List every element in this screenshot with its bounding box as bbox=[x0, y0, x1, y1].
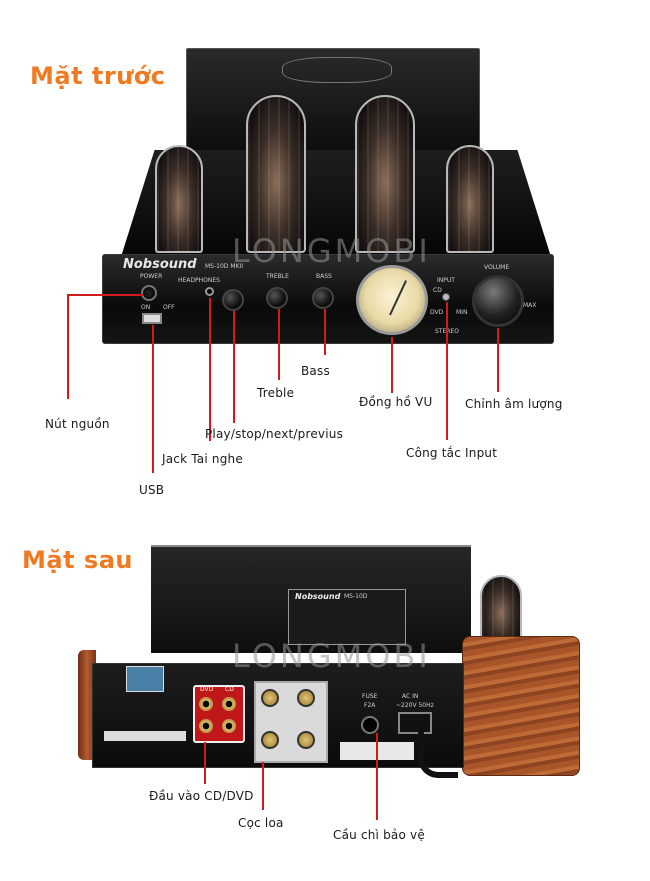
label-vu-meter: Đồng hồ VU bbox=[359, 395, 433, 409]
label-headphone-jack: Jack Tai nghe bbox=[162, 452, 243, 466]
device-model-front: MS-10D MKII bbox=[205, 263, 243, 270]
vacuum-tube-1 bbox=[155, 145, 203, 253]
device-brand-front: Nobsound bbox=[123, 257, 197, 272]
off-text: OFF bbox=[163, 304, 175, 311]
input-text: INPUT bbox=[437, 277, 455, 284]
watermark-rear: LONGMOBI bbox=[232, 637, 431, 675]
label-speaker-terminal: Cọc loa bbox=[238, 816, 284, 830]
min-text: MIN bbox=[456, 309, 468, 316]
front-section-title: Mặt trước bbox=[30, 62, 166, 90]
fuse-text: FUSE bbox=[362, 693, 378, 700]
volume-text: VOLUME bbox=[484, 264, 510, 271]
fuse-rating-text: F2A bbox=[364, 702, 376, 709]
rear-dvd-text: DVD bbox=[200, 686, 214, 693]
device-brand-rear: Nobsound bbox=[295, 592, 341, 601]
voltage-text: ~220V 50Hz bbox=[396, 702, 434, 709]
label-fuse: Cầu chì bảo vệ bbox=[333, 828, 425, 842]
rear-cd-text: CD bbox=[225, 686, 234, 693]
label-bass: Bass bbox=[301, 364, 330, 378]
max-text: MAX bbox=[523, 302, 537, 309]
power-button[interactable] bbox=[141, 285, 157, 301]
treble-knob[interactable] bbox=[266, 287, 288, 309]
speaker-post-2[interactable] bbox=[297, 689, 315, 707]
rear-info-plate bbox=[288, 589, 406, 645]
label-input-switch: Công tắc Input bbox=[406, 446, 498, 460]
speaker-post-3[interactable] bbox=[261, 731, 279, 749]
wood-side-panel-right bbox=[462, 636, 580, 776]
treble-text: TREBLE bbox=[266, 273, 289, 280]
rear-serial-sticker bbox=[104, 731, 186, 741]
ac-in-text: AC IN bbox=[402, 693, 419, 700]
amp-top-logo bbox=[282, 57, 392, 83]
rca-jack-dvd-left[interactable] bbox=[199, 697, 213, 711]
dvd-text: DVD bbox=[430, 309, 444, 316]
wood-side-panel-left bbox=[78, 650, 96, 760]
bass-text: BASS bbox=[316, 273, 332, 280]
speaker-post-1[interactable] bbox=[261, 689, 279, 707]
on-text: ON bbox=[141, 304, 151, 311]
label-usb: USB bbox=[139, 483, 165, 497]
ac-power-inlet[interactable] bbox=[398, 712, 432, 734]
fuse-holder[interactable] bbox=[361, 716, 379, 734]
rear-sticker-blue bbox=[126, 666, 164, 692]
watermark-front: LONGMOBI bbox=[232, 232, 431, 270]
rca-jack-cd-left[interactable] bbox=[222, 697, 236, 711]
label-playback-controls: Play/stop/next/previus bbox=[205, 427, 344, 441]
vu-meter bbox=[356, 265, 428, 335]
power-cord bbox=[418, 730, 458, 778]
speaker-post-4[interactable] bbox=[297, 731, 315, 749]
label-treble: Treble bbox=[257, 386, 295, 400]
device-model-rear: MS-10D bbox=[344, 593, 368, 600]
power-text: POWER bbox=[140, 273, 163, 280]
playback-knob[interactable] bbox=[222, 289, 244, 311]
label-cd-dvd-input: Đầu vào CD/DVD bbox=[149, 789, 254, 803]
rca-jack-cd-right[interactable] bbox=[222, 719, 236, 733]
rear-vacuum-tube bbox=[480, 575, 522, 645]
vacuum-tube-3 bbox=[355, 95, 415, 253]
headphones-text: HEADPHONES bbox=[178, 277, 220, 284]
usb-port[interactable] bbox=[142, 313, 162, 324]
rear-section-title: Mặt sau bbox=[22, 546, 133, 574]
volume-knob[interactable] bbox=[472, 275, 524, 327]
input-toggle-switch[interactable] bbox=[442, 293, 450, 301]
amp-rear-housing bbox=[186, 48, 480, 152]
rca-input-panel bbox=[193, 685, 245, 743]
label-power-button: Nút nguồn bbox=[45, 417, 110, 431]
cd-text: CD bbox=[433, 287, 442, 294]
bass-knob[interactable] bbox=[312, 287, 334, 309]
headphone-jack[interactable] bbox=[205, 287, 214, 296]
vacuum-tube-2 bbox=[246, 95, 306, 253]
rca-jack-dvd-right[interactable] bbox=[199, 719, 213, 733]
label-volume-knob: Chỉnh âm lượng bbox=[465, 397, 563, 411]
vacuum-tube-4 bbox=[446, 145, 494, 253]
